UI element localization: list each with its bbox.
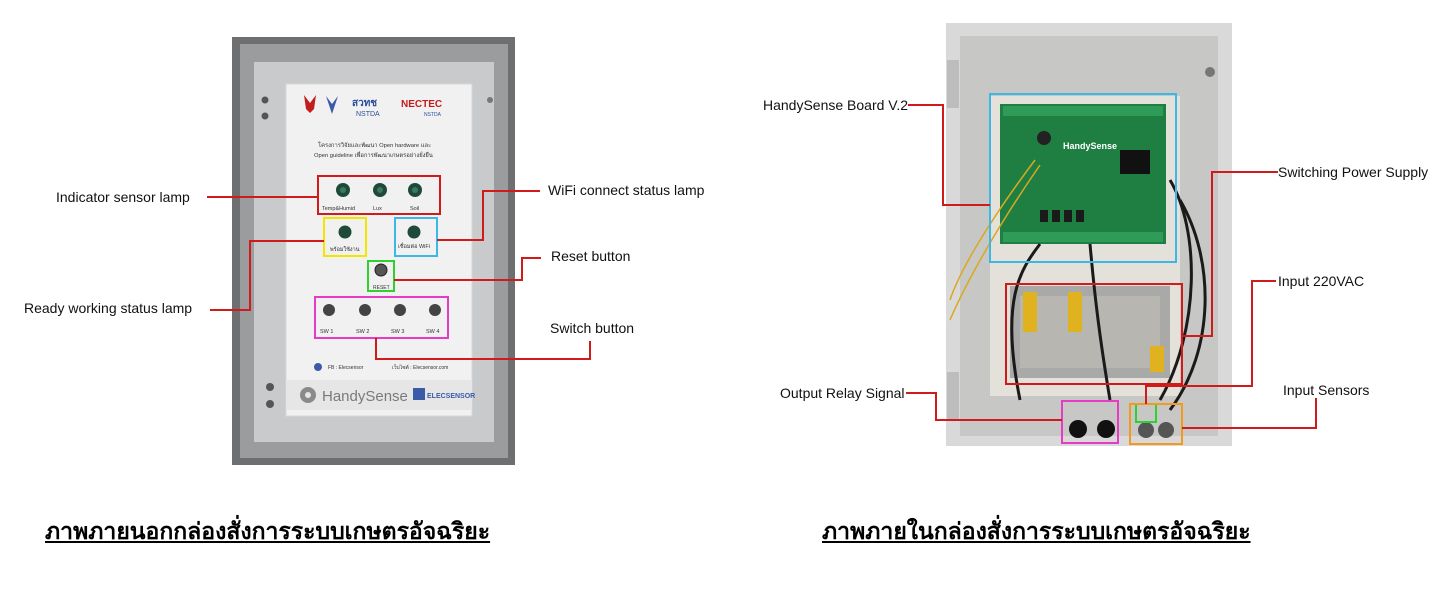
svg-text:พร้อมใช้งาน: พร้อมใช้งาน (330, 246, 360, 253)
label-output-relay: Output Relay Signal (780, 385, 905, 401)
reset-box (367, 260, 395, 292)
sensor-lamps (336, 183, 422, 197)
svg-text:RESET: RESET (373, 285, 390, 291)
label-indicator-sensor-lamp: Indicator sensor lamp (56, 189, 190, 205)
label-board: HandySense Board V.2 (763, 97, 909, 113)
brand-handysense: HandySense (322, 388, 408, 405)
callout-line-input220 (1145, 280, 1276, 404)
board-box (989, 93, 1177, 263)
power-box (1005, 283, 1183, 385)
caption-outside: ภาพภายนอกกล่องสั่งการระบบเกษตรอัจฉริยะ (45, 519, 491, 545)
nectec-logo: NECTEC (401, 99, 442, 110)
garuda-logo (304, 95, 316, 113)
svg-text:Temp&Humid: Temp&Humid (322, 206, 355, 212)
svg-text:SW 3: SW 3 (391, 329, 404, 335)
callout-line-switch (375, 338, 591, 360)
label-input-sensors: Input Sensors (1283, 382, 1370, 398)
label-power-supply: Switching Power Supply (1278, 164, 1429, 180)
board-label: HandySense (1063, 141, 1117, 151)
label-wifi-status-lamp: WiFi connect status lamp (548, 182, 705, 198)
wifi-lamp (407, 225, 421, 239)
callout-line-board (908, 104, 990, 206)
gear-icon (300, 387, 316, 403)
label-reset-button: Reset button (551, 248, 631, 264)
ready-lamp-box (323, 217, 367, 257)
ready-lamp (338, 225, 352, 239)
label-switch-button: Switch button (550, 320, 635, 336)
callout-line-power (1182, 171, 1278, 337)
svg-text:NSTDA: NSTDA (356, 111, 380, 118)
sensors-box (1129, 403, 1183, 445)
svg-text:SW 2: SW 2 (356, 329, 369, 335)
svg-text:ELECSENSOR: ELECSENSOR (427, 393, 475, 400)
wifi-lamp-box (394, 217, 438, 257)
caption-inside: ภาพภายในกล่องสั่งการระบบเกษตรอัจฉริยะ (822, 519, 1251, 545)
label-sticker (285, 83, 473, 417)
svg-text:เว็บไซต์ : Elecsensor.com: เว็บไซต์ : Elecsensor.com (392, 363, 448, 371)
svg-text:SW 4: SW 4 (426, 329, 439, 335)
callout-line-reset (394, 257, 541, 281)
relay-box (1061, 400, 1119, 444)
label-ready-status-lamp: Ready working status lamp (24, 300, 193, 316)
svg-text:FB : Elecsensor: FB : Elecsensor (328, 365, 364, 371)
mhesi-logo (326, 96, 338, 114)
svg-text:Soil: Soil (410, 206, 419, 212)
callout-line-wifi (437, 190, 540, 241)
svg-text:Open guideline เพื่อการพัฒนาเก: Open guideline เพื่อการพัฒนาเกษตรอย่างยั… (314, 151, 433, 159)
svg-text:SW 1: SW 1 (320, 329, 333, 335)
sensor-lamp-box (317, 175, 441, 215)
svg-text:Lux: Lux (373, 206, 382, 212)
svg-text:เชื่อมต่อ WiFi: เชื่อมต่อ WiFi (398, 242, 430, 250)
callout-line-relay (906, 392, 1062, 421)
switch-box (314, 296, 449, 339)
callout-line-sensors (1182, 398, 1317, 429)
nstda-logo: สวทช (352, 98, 377, 109)
svg-text:NSTDA: NSTDA (424, 112, 442, 118)
switch-buttons (323, 304, 441, 316)
label-input-220vac: Input 220VAC (1278, 273, 1365, 289)
reset-button (374, 263, 388, 277)
callout-line-ready (210, 240, 324, 311)
svg-text:โครงการวิจัยและพัฒนา Open hard: โครงการวิจัยและพัฒนา Open hardware และ (318, 141, 431, 149)
